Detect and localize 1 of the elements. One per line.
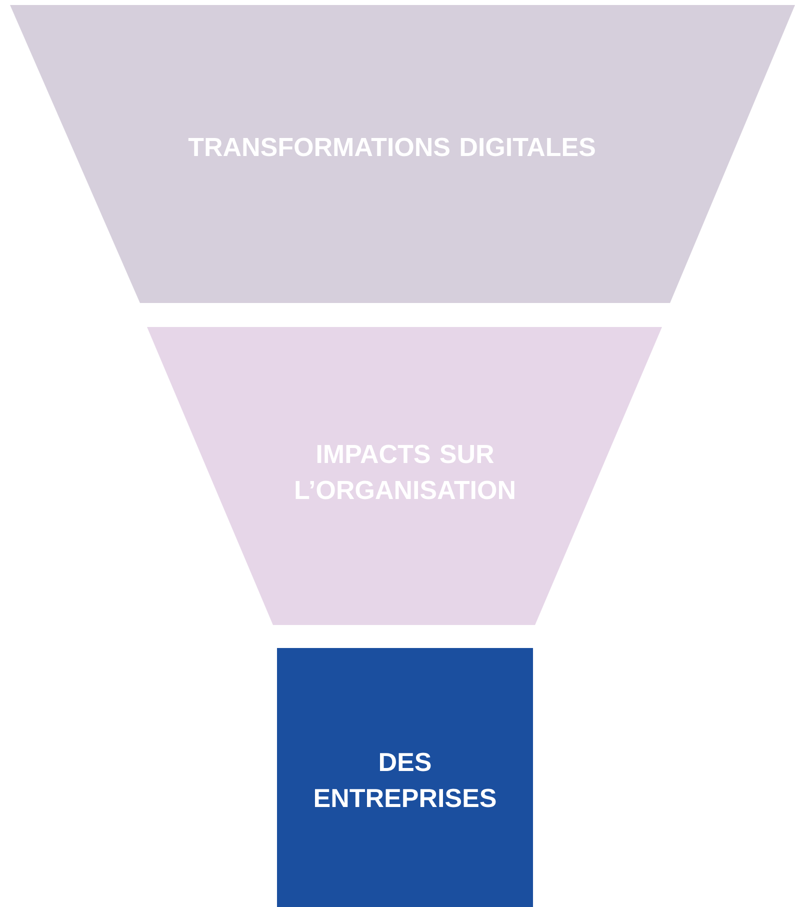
- output-box: DES ENTREPRISES: [277, 648, 533, 907]
